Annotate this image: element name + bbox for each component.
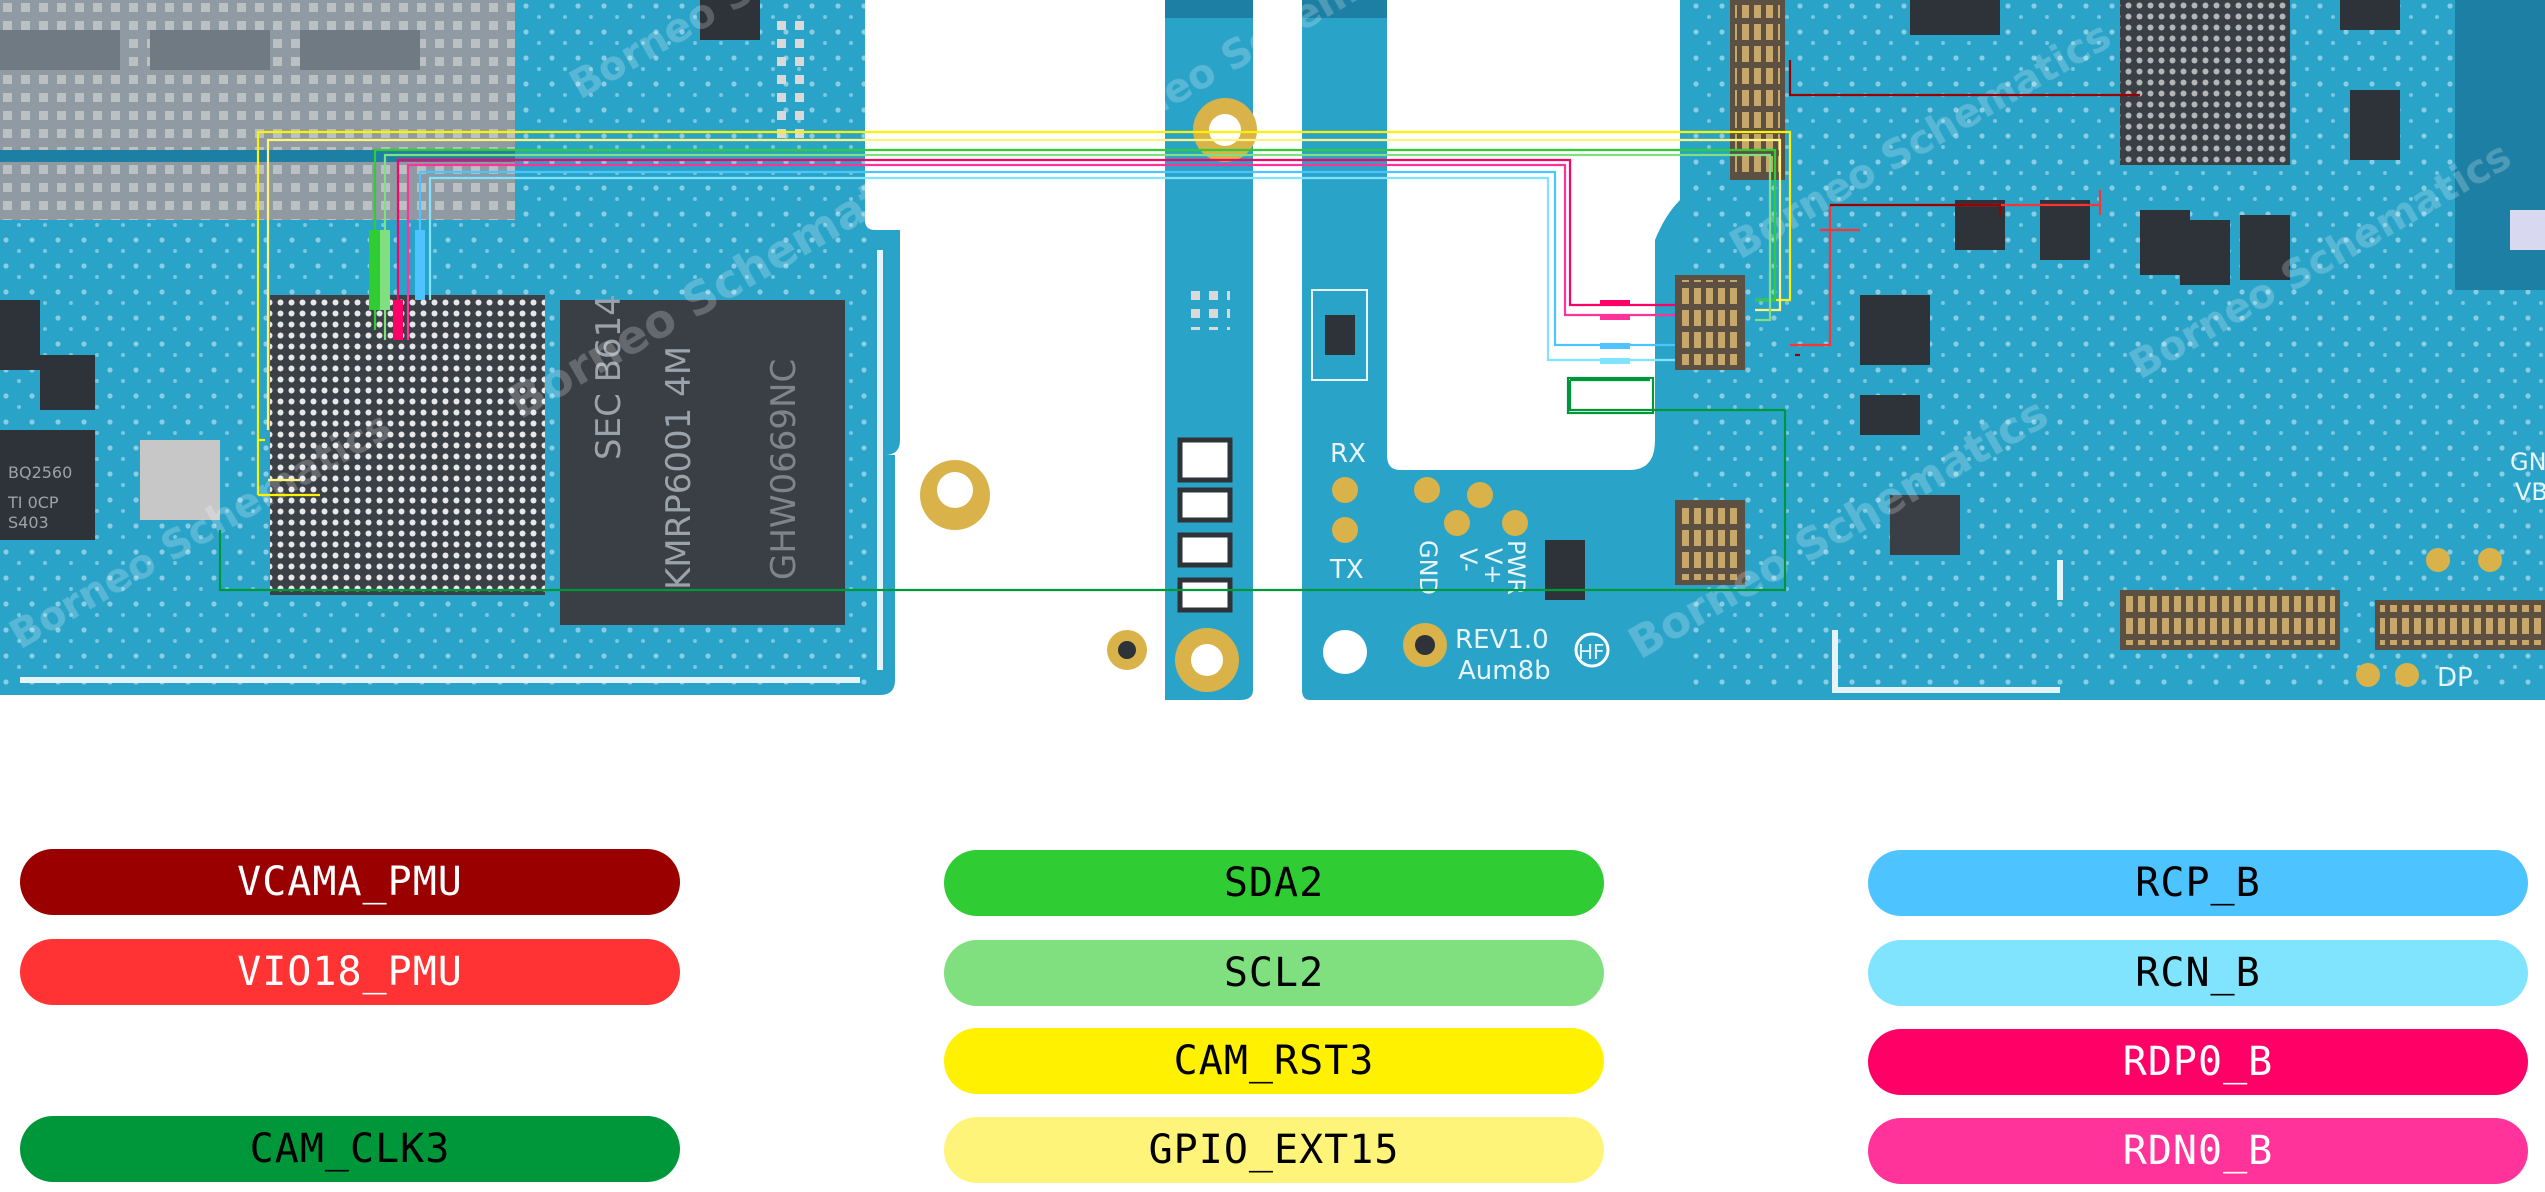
svg-text:TI 0CP: TI 0CP xyxy=(7,493,59,512)
legend-cam-rst3: CAM_RST3 xyxy=(944,1028,1604,1094)
pcb-board-photo: RX TX GND V- V+ PWR REV1.0 Aum8b HF DP G… xyxy=(0,0,2545,700)
svg-text:KMRP6001 4M: KMRP6001 4M xyxy=(659,346,699,590)
trace-cam-clk3 xyxy=(218,376,1787,592)
v-minus-label: V- xyxy=(1454,548,1482,572)
legend-label: CAM_CLK3 xyxy=(249,1126,451,1172)
trace-gpio-ext15 xyxy=(266,138,1782,482)
pcb-silkscreen-text: RX TX GND V- V+ PWR REV1.0 Aum8b HF DP G… xyxy=(1329,439,2545,693)
hf-mark: HF xyxy=(1578,640,1605,664)
legend-gpio-ext15: GPIO_EXT15 xyxy=(944,1117,1604,1183)
rx-label: RX xyxy=(1330,439,1366,469)
trace-rcp-b xyxy=(415,170,1675,347)
tx-label: TX xyxy=(1329,555,1364,585)
trace-scl2 xyxy=(380,153,1772,340)
legend-label: RCN_B xyxy=(2135,950,2261,996)
vb-edge-label: VB xyxy=(2515,478,2545,506)
pmic-marking: BQ2560 TI 0CP S403 xyxy=(7,463,72,532)
svg-text:BQ2560: BQ2560 xyxy=(8,463,72,482)
legend-label: SDA2 xyxy=(1223,860,1325,906)
board-code-label: Aum8b xyxy=(1458,656,1551,686)
svg-text:SEC B614: SEC B614 xyxy=(589,294,629,460)
trace-sda2 xyxy=(369,148,1777,330)
legend-rcp-b: RCP_B xyxy=(1868,850,2528,916)
legend-vio18-pmu: VIO18_PMU xyxy=(20,939,680,1005)
legend-rdn0-b: RDN0_B xyxy=(1868,1118,2528,1184)
legend-label: RCP_B xyxy=(2135,860,2261,906)
svg-text:GHW0669NC: GHW0669NC xyxy=(764,359,804,580)
legend-cam-clk3: CAM_CLK3 xyxy=(20,1116,680,1182)
legend-label: RDN0_B xyxy=(2122,1128,2274,1174)
legend-label: CAM_RST3 xyxy=(1173,1038,1375,1084)
pcb-right-section xyxy=(1302,0,2545,700)
trace-vcama-pmu xyxy=(1788,60,2140,357)
svg-text:S403: S403 xyxy=(8,513,49,532)
revision-label: REV1.0 xyxy=(1455,625,1549,655)
legend-label: SCL2 xyxy=(1223,950,1325,996)
legend-label: GPIO_EXT15 xyxy=(1148,1127,1400,1173)
pwr-label: PWR xyxy=(1502,540,1530,595)
signal-traces xyxy=(218,60,2140,592)
legend-scl2: SCL2 xyxy=(944,940,1604,1006)
dp-label: DP xyxy=(2437,663,2473,693)
gnd-edge-label: GNI xyxy=(2510,448,2545,476)
legend-sda2: SDA2 xyxy=(944,850,1604,916)
legend-rcn-b: RCN_B xyxy=(1868,940,2528,1006)
legend-label: VIO18_PMU xyxy=(237,949,463,995)
v-plus-label: V+ xyxy=(1479,548,1507,585)
trace-cam-rst3 xyxy=(256,130,1792,497)
memory-chip-marking: SEC B614 KMRP6001 4M GHW0669NC xyxy=(589,294,804,590)
legend-label: RDP0_B xyxy=(2122,1039,2274,1085)
legend-rdp0-b: RDP0_B xyxy=(1868,1029,2528,1095)
legend-vcama-pmu: VCAMA_PMU xyxy=(20,849,680,915)
legend-label: VCAMA_PMU xyxy=(237,859,463,905)
trace-rcn-b xyxy=(428,176,1675,362)
gnd-label: GND xyxy=(1414,540,1442,595)
